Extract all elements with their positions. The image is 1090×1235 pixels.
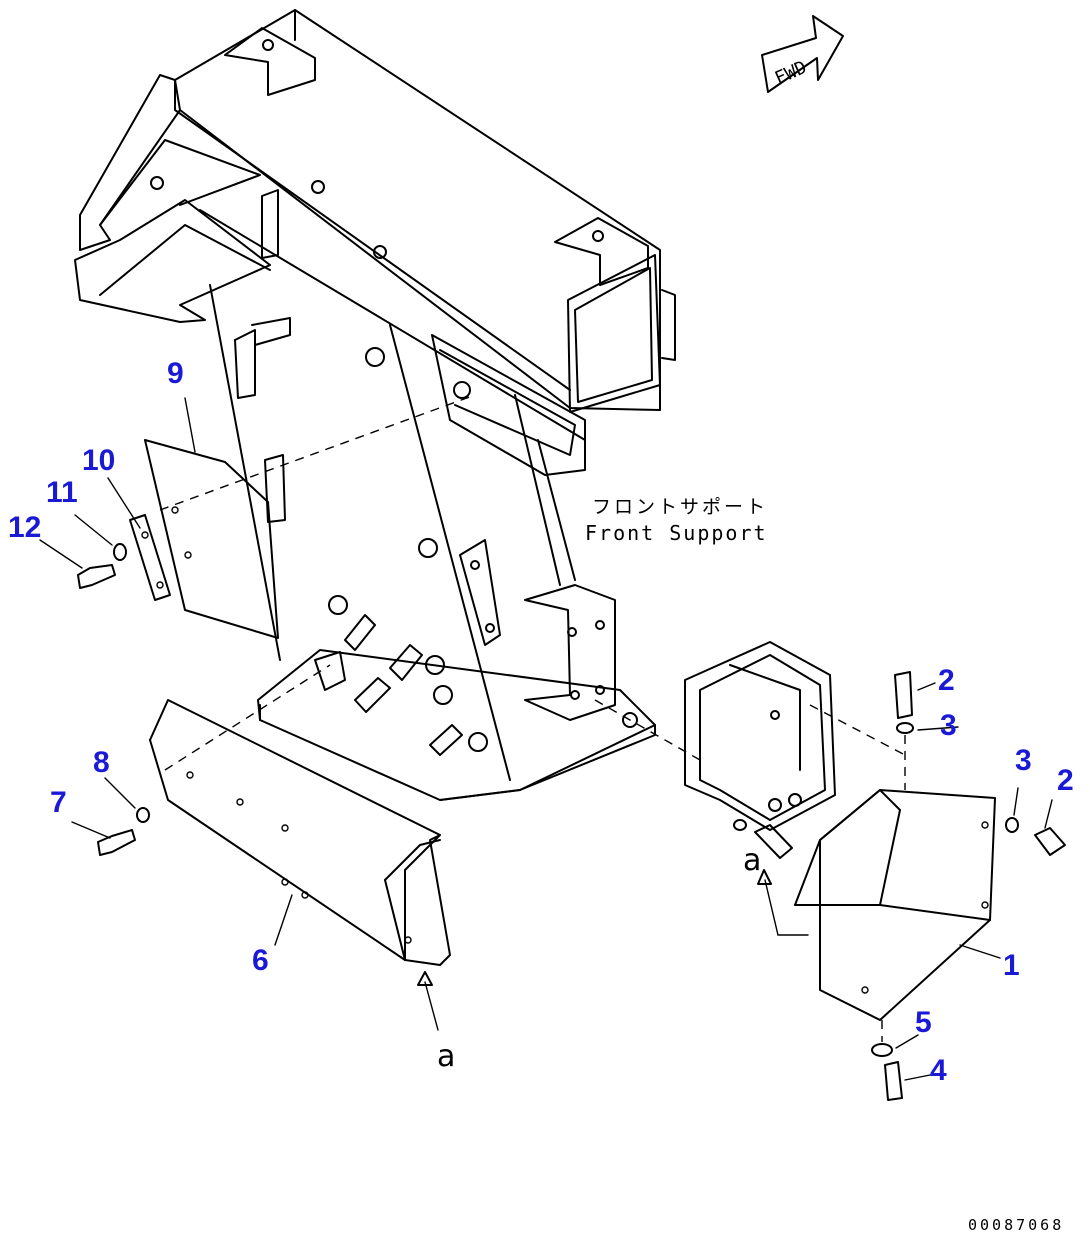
callout-9: 9 <box>167 357 184 390</box>
part-8-washer-icon <box>136 807 150 823</box>
part-2-bolt-right-icon <box>1034 827 1066 856</box>
part-4-bolt-icon <box>884 1061 903 1101</box>
part-12-washer-icon <box>113 543 127 561</box>
part-1-cover <box>794 789 996 1021</box>
part-7-bolt-icon <box>97 829 136 856</box>
front-support-jp-label: フロントサポート <box>592 496 768 518</box>
callout-7: 7 <box>50 786 67 819</box>
part-10-strap <box>129 514 171 601</box>
callout-3-right: 3 <box>1015 744 1032 777</box>
front-support-en-label: Front Support <box>585 521 768 545</box>
forward-direction-arrow-icon: FWD <box>761 15 844 93</box>
callout-4: 4 <box>930 1054 947 1087</box>
front-support-frame <box>74 9 676 801</box>
alignment-lines <box>159 394 906 1042</box>
fwd-label: FWD <box>772 57 810 89</box>
part-5-washer-icon <box>871 1043 893 1057</box>
ref-a-left: a <box>437 1039 455 1074</box>
drawing-code: 00087068 <box>968 1216 1064 1234</box>
callout-2-top: 2 <box>938 664 955 697</box>
callout-5: 5 <box>915 1006 932 1039</box>
part-9-cover-plate <box>144 439 279 639</box>
callout-11: 12 <box>8 511 41 544</box>
bolt-a-icon <box>733 819 793 859</box>
callout-8: 8 <box>93 746 110 779</box>
part-2-bolt-icon <box>894 671 913 719</box>
part-6-side-cover <box>149 699 451 966</box>
part-3-washer-icon <box>896 722 914 734</box>
callout-1: 1 <box>1003 949 1020 982</box>
ref-a-right: a <box>743 843 761 878</box>
callout-10: 10 <box>82 444 115 477</box>
leader-lines <box>39 397 1053 1081</box>
callout-2-right: 2 <box>1057 764 1074 797</box>
part-11-bolt-icon <box>77 564 116 589</box>
inner-box-bracket <box>684 641 836 831</box>
ref-arrow-left: a <box>417 971 455 1074</box>
callout-3-top: 3 <box>940 709 957 742</box>
part-3-washer-right-icon <box>1005 817 1019 833</box>
ref-arrow-right: a <box>743 843 809 936</box>
callout-12: 11 <box>46 476 78 509</box>
callout-6: 6 <box>252 944 269 977</box>
